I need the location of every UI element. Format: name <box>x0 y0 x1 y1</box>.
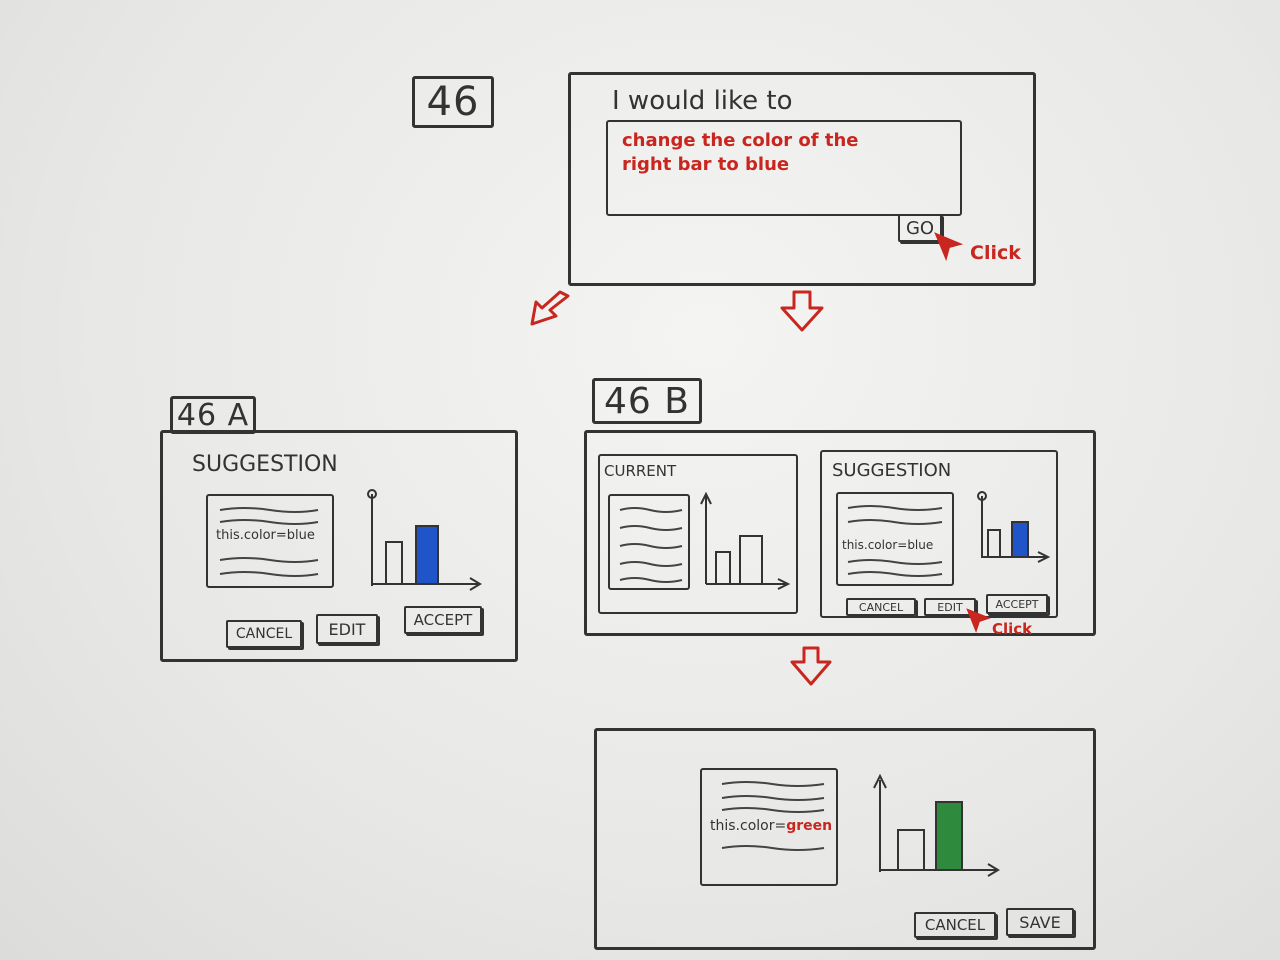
suggestion-code-box <box>836 492 954 586</box>
panel-final <box>594 728 1096 950</box>
final-chart <box>873 773 1000 877</box>
suggestion-code: this.color=blue <box>842 538 934 552</box>
panel-46a-code-lines <box>219 507 319 577</box>
panel-46a <box>160 430 518 662</box>
final-code: this.color=green <box>710 818 832 834</box>
current-code-lines <box>619 507 683 583</box>
request-text-line1: change the color of the <box>622 130 859 151</box>
panel-46b-click-annotation: Click <box>992 620 1033 638</box>
right-bar <box>739 535 763 585</box>
click-annotation: Click <box>970 242 1021 264</box>
cursor-icon <box>966 608 991 633</box>
panel-46 <box>568 72 1036 286</box>
final-code-prefix: this.color= <box>710 818 787 834</box>
suggestion-code-lines <box>847 505 943 577</box>
panel-46a-code: this.color=blue <box>216 528 315 543</box>
current-chart <box>700 491 791 590</box>
cursor-icon <box>934 232 964 262</box>
panel-46b-accept-button[interactable]: ACCEPT <box>986 594 1048 614</box>
panel-46b-edit-button[interactable]: EDIT <box>924 598 976 616</box>
panel-46a-label: 46 A <box>170 396 256 434</box>
suggestion-title: SUGGESTION <box>832 460 952 481</box>
suggestion-chart <box>977 491 1051 563</box>
go-button[interactable]: GO <box>898 214 942 242</box>
right-bar <box>415 525 439 585</box>
panel-46a-chart <box>367 489 482 591</box>
suggestion-subpanel <box>820 450 1058 618</box>
final-code-box <box>700 768 838 886</box>
left-bar <box>385 541 403 585</box>
panel-46-prompt: I would like to <box>612 86 793 116</box>
final-code-lines <box>721 781 825 851</box>
arrow-down-icon <box>790 646 832 686</box>
final-cancel-button[interactable]: CANCEL <box>914 912 996 938</box>
arrow-down-icon <box>780 290 824 332</box>
panel-46a-cancel-button[interactable]: CANCEL <box>226 620 302 648</box>
left-bar <box>987 529 1001 558</box>
final-save-button[interactable]: SAVE <box>1006 908 1074 936</box>
final-code-value: green <box>786 818 833 834</box>
panel-46a-edit-button[interactable]: EDIT <box>316 614 378 644</box>
panel-46a-accept-button[interactable]: ACCEPT <box>404 606 482 634</box>
panel-46b-label: 46 B <box>592 378 702 424</box>
request-text-line2: right bar to blue <box>622 154 790 175</box>
left-bar <box>897 829 925 871</box>
right-bar <box>935 801 963 871</box>
current-subpanel <box>598 454 798 614</box>
right-bar <box>1011 521 1029 558</box>
left-bar <box>715 551 731 585</box>
current-title: CURRENT <box>604 462 677 480</box>
panel-46b <box>584 430 1096 636</box>
panel-46a-code-box <box>206 494 334 588</box>
panel-46-label: 46 <box>412 76 494 128</box>
panel-46b-cancel-button[interactable]: CANCEL <box>846 598 916 616</box>
current-code-box <box>608 494 690 590</box>
panel-46a-title: SUGGESTION <box>192 452 338 477</box>
arrow-down-left-icon <box>530 290 570 326</box>
request-textarea[interactable] <box>606 120 962 216</box>
